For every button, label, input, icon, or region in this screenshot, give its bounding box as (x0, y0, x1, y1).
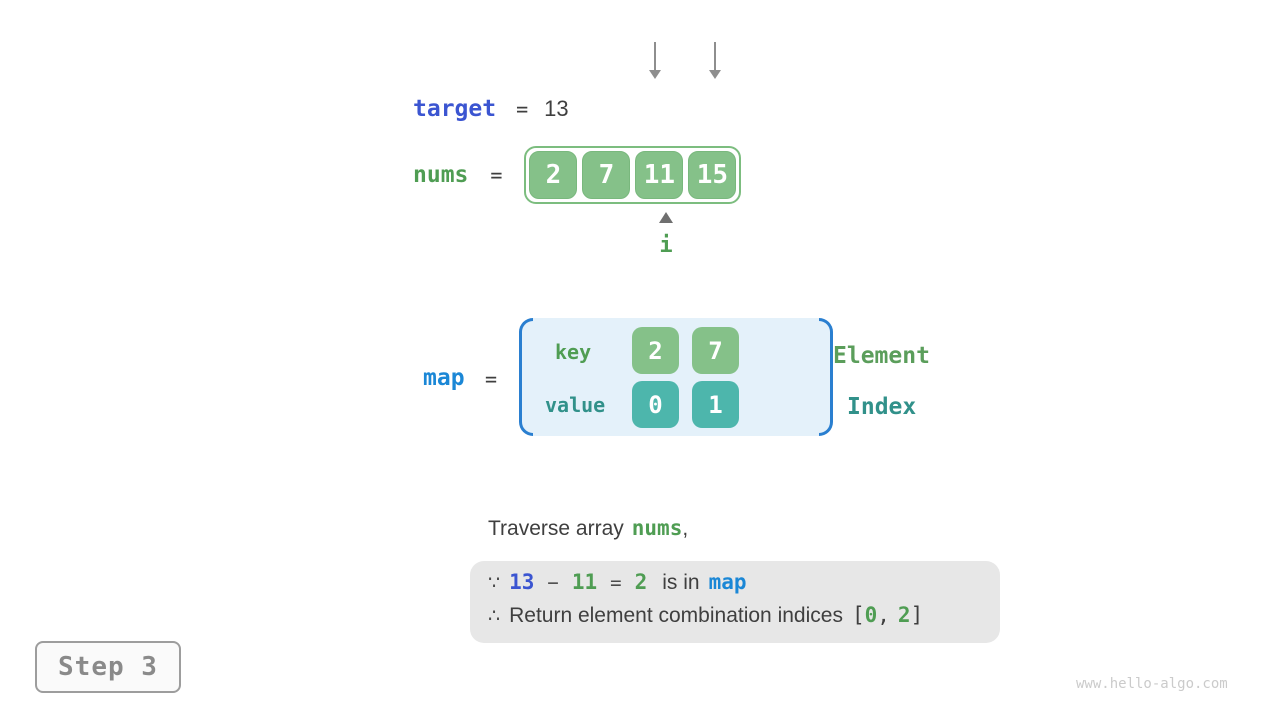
is-in-text: is in (662, 571, 700, 594)
result-index-a: 0 (864, 603, 878, 627)
conclusion-line-therefore: ∴ Return element combination indices [ 0… (488, 603, 1000, 636)
caption-nums-token: nums (631, 516, 683, 540)
close-bracket: ] (910, 603, 924, 627)
conclusion-line-because: ∵ 13 − 11 = 2 is in map (488, 570, 1000, 603)
difference-token: 2 (634, 570, 648, 594)
map-equals-sign: = (485, 367, 498, 391)
map-container: key value 2 7 0 1 (519, 318, 833, 436)
comma: , (877, 603, 890, 627)
map-key-cell: 7 (692, 327, 739, 374)
nums-assignment: nums = 2 7 11 15 (413, 145, 742, 205)
array-cell: 2 (529, 151, 578, 199)
conclusion-text: Return element combination indices (509, 604, 843, 627)
caption-line: Traverse array nums , (488, 516, 688, 541)
open-bracket: [ (851, 603, 865, 627)
current-element-token: 11 (571, 570, 598, 594)
target-value: 13 (544, 96, 569, 121)
target-label: target (413, 96, 497, 122)
array-cell: 15 (688, 151, 737, 199)
target-assignment: target = 13 (413, 96, 569, 122)
map-key-label: key (555, 340, 592, 364)
key-to-value-arrow-icon (649, 42, 661, 80)
caption-prefix: Traverse array (488, 517, 624, 540)
array-cell: 11 (635, 151, 684, 199)
step-badge-label: Step 3 (58, 652, 158, 682)
index-pointer-label: i (659, 233, 673, 258)
index-pointer-arrow-icon (659, 212, 673, 223)
minus-sign: − (547, 572, 559, 594)
target-value-token: 13 (509, 570, 535, 594)
map-right-bracket (819, 318, 833, 436)
target-equals-sign: = (516, 97, 529, 121)
map-label: map (423, 365, 465, 391)
map-value-cell: 1 (692, 381, 739, 428)
nums-array: 2 7 11 15 (524, 146, 742, 204)
nums-equals-sign: = (490, 163, 503, 187)
index-legend-label: Index (847, 394, 917, 420)
conclusion-box: ∵ 13 − 11 = 2 is in map ∴ Return element… (470, 561, 1000, 643)
element-legend-label: Element (833, 343, 930, 369)
therefore-symbol: ∴ (488, 606, 501, 627)
step-badge: Step 3 (35, 641, 181, 693)
nums-label: nums (413, 162, 469, 188)
result-index-b: 2 (897, 603, 911, 627)
caption-suffix: , (682, 517, 689, 540)
array-cell: 7 (582, 151, 631, 199)
map-key-cell: 2 (632, 327, 679, 374)
because-symbol: ∵ (488, 573, 501, 594)
map-token: map (708, 570, 747, 594)
map-value-cell: 0 (632, 381, 679, 428)
key-to-value-arrow-icon (709, 42, 721, 80)
map-left-bracket (519, 318, 533, 436)
equals-sign: = (610, 572, 622, 594)
watermark-text: www.hello-algo.com (1076, 676, 1228, 692)
map-value-label: value (545, 393, 606, 417)
